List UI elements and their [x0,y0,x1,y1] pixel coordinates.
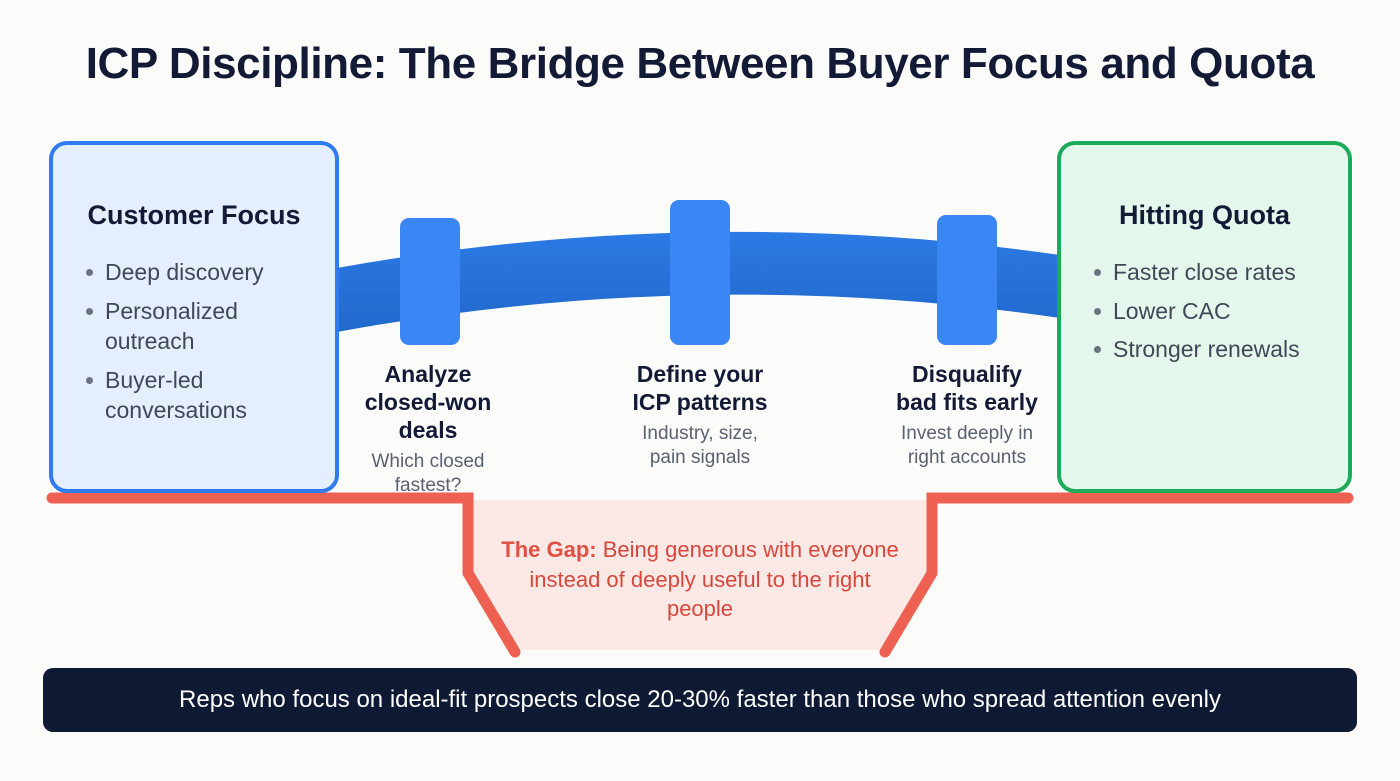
customer-focus-list: Deep discovery Personalized outreach Buy… [79,257,309,426]
gap-label: The Gap: [501,537,597,562]
list-item: Deep discovery [79,257,309,288]
list-item: Buyer-led conversations [79,365,309,426]
bridge-pillar-1 [400,218,460,345]
list-item: Stronger renewals [1087,334,1322,365]
bottom-banner: Reps who focus on ideal-fit prospects cl… [43,668,1357,732]
pillar-subtext: Industry, size, pain signals [642,423,758,468]
gap-body: Being generous with everyone instead of … [529,537,899,622]
bridge-deck-band [337,231,1060,332]
pillar-heading: Disqualify bad fits early [896,361,1038,416]
gap-caption: The Gap: Being generous with everyone in… [500,535,900,624]
pillar-heading: Analyze closed-won deals [364,361,492,444]
bridge-pillar-2 [670,200,730,345]
hitting-quota-card: Hitting Quota Faster close rates Lower C… [1057,141,1352,493]
bridge-pillar-3 [937,215,997,345]
pillar-heading: Define your ICP patterns [632,361,768,416]
list-item: Lower CAC [1087,296,1322,327]
bottom-banner-text: Reps who focus on ideal-fit prospects cl… [179,686,1221,713]
customer-focus-title: Customer Focus [87,200,301,230]
list-item: Personalized outreach [79,296,309,357]
pillar-label-2: Define your ICP patterns Industry, size,… [600,360,800,470]
pillar-label-3: Disqualify bad fits early Invest deeply … [862,360,1072,470]
hitting-quota-title: Hitting Quota [1119,200,1290,230]
list-item: Faster close rates [1087,257,1322,288]
customer-focus-card: Customer Focus Deep discovery Personaliz… [49,141,339,493]
pillar-label-1: Analyze closed-won deals Which closed fa… [328,360,528,498]
pillar-subtext: Invest deeply in right accounts [900,423,1034,468]
pillar-subtext: Which closed fastest? [371,451,485,496]
page-title: ICP Discipline: The Bridge Between Buyer… [85,39,1315,88]
hitting-quota-list: Faster close rates Lower CAC Stronger re… [1087,257,1322,365]
